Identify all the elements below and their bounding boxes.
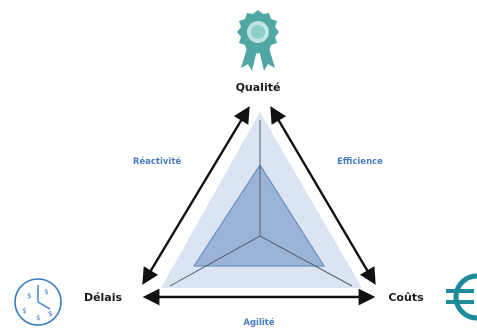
award-ribbon-icon: [237, 10, 279, 71]
svg-text:$: $: [27, 292, 31, 300]
edge-label-bottom: Agilité: [243, 317, 274, 328]
edge-label-left: Réactivité: [133, 156, 182, 167]
svg-text:$: $: [48, 310, 52, 318]
arrow-left-edge: [142, 106, 250, 285]
arrows: [142, 106, 376, 306]
euro-icon: [446, 273, 477, 321]
vertex-label-left: Délais: [84, 291, 123, 304]
arrow-right-edge: [270, 106, 376, 285]
vertex-label-top: Qualité: [236, 81, 281, 94]
edge-label-right: Efficience: [337, 157, 383, 167]
clock-money-icon: $ $ $ $ $: [14, 278, 62, 326]
vertex-label-right: Coûts: [388, 291, 424, 304]
svg-text:$: $: [36, 314, 40, 322]
svg-text:$: $: [44, 288, 48, 296]
svg-text:$: $: [22, 307, 26, 315]
